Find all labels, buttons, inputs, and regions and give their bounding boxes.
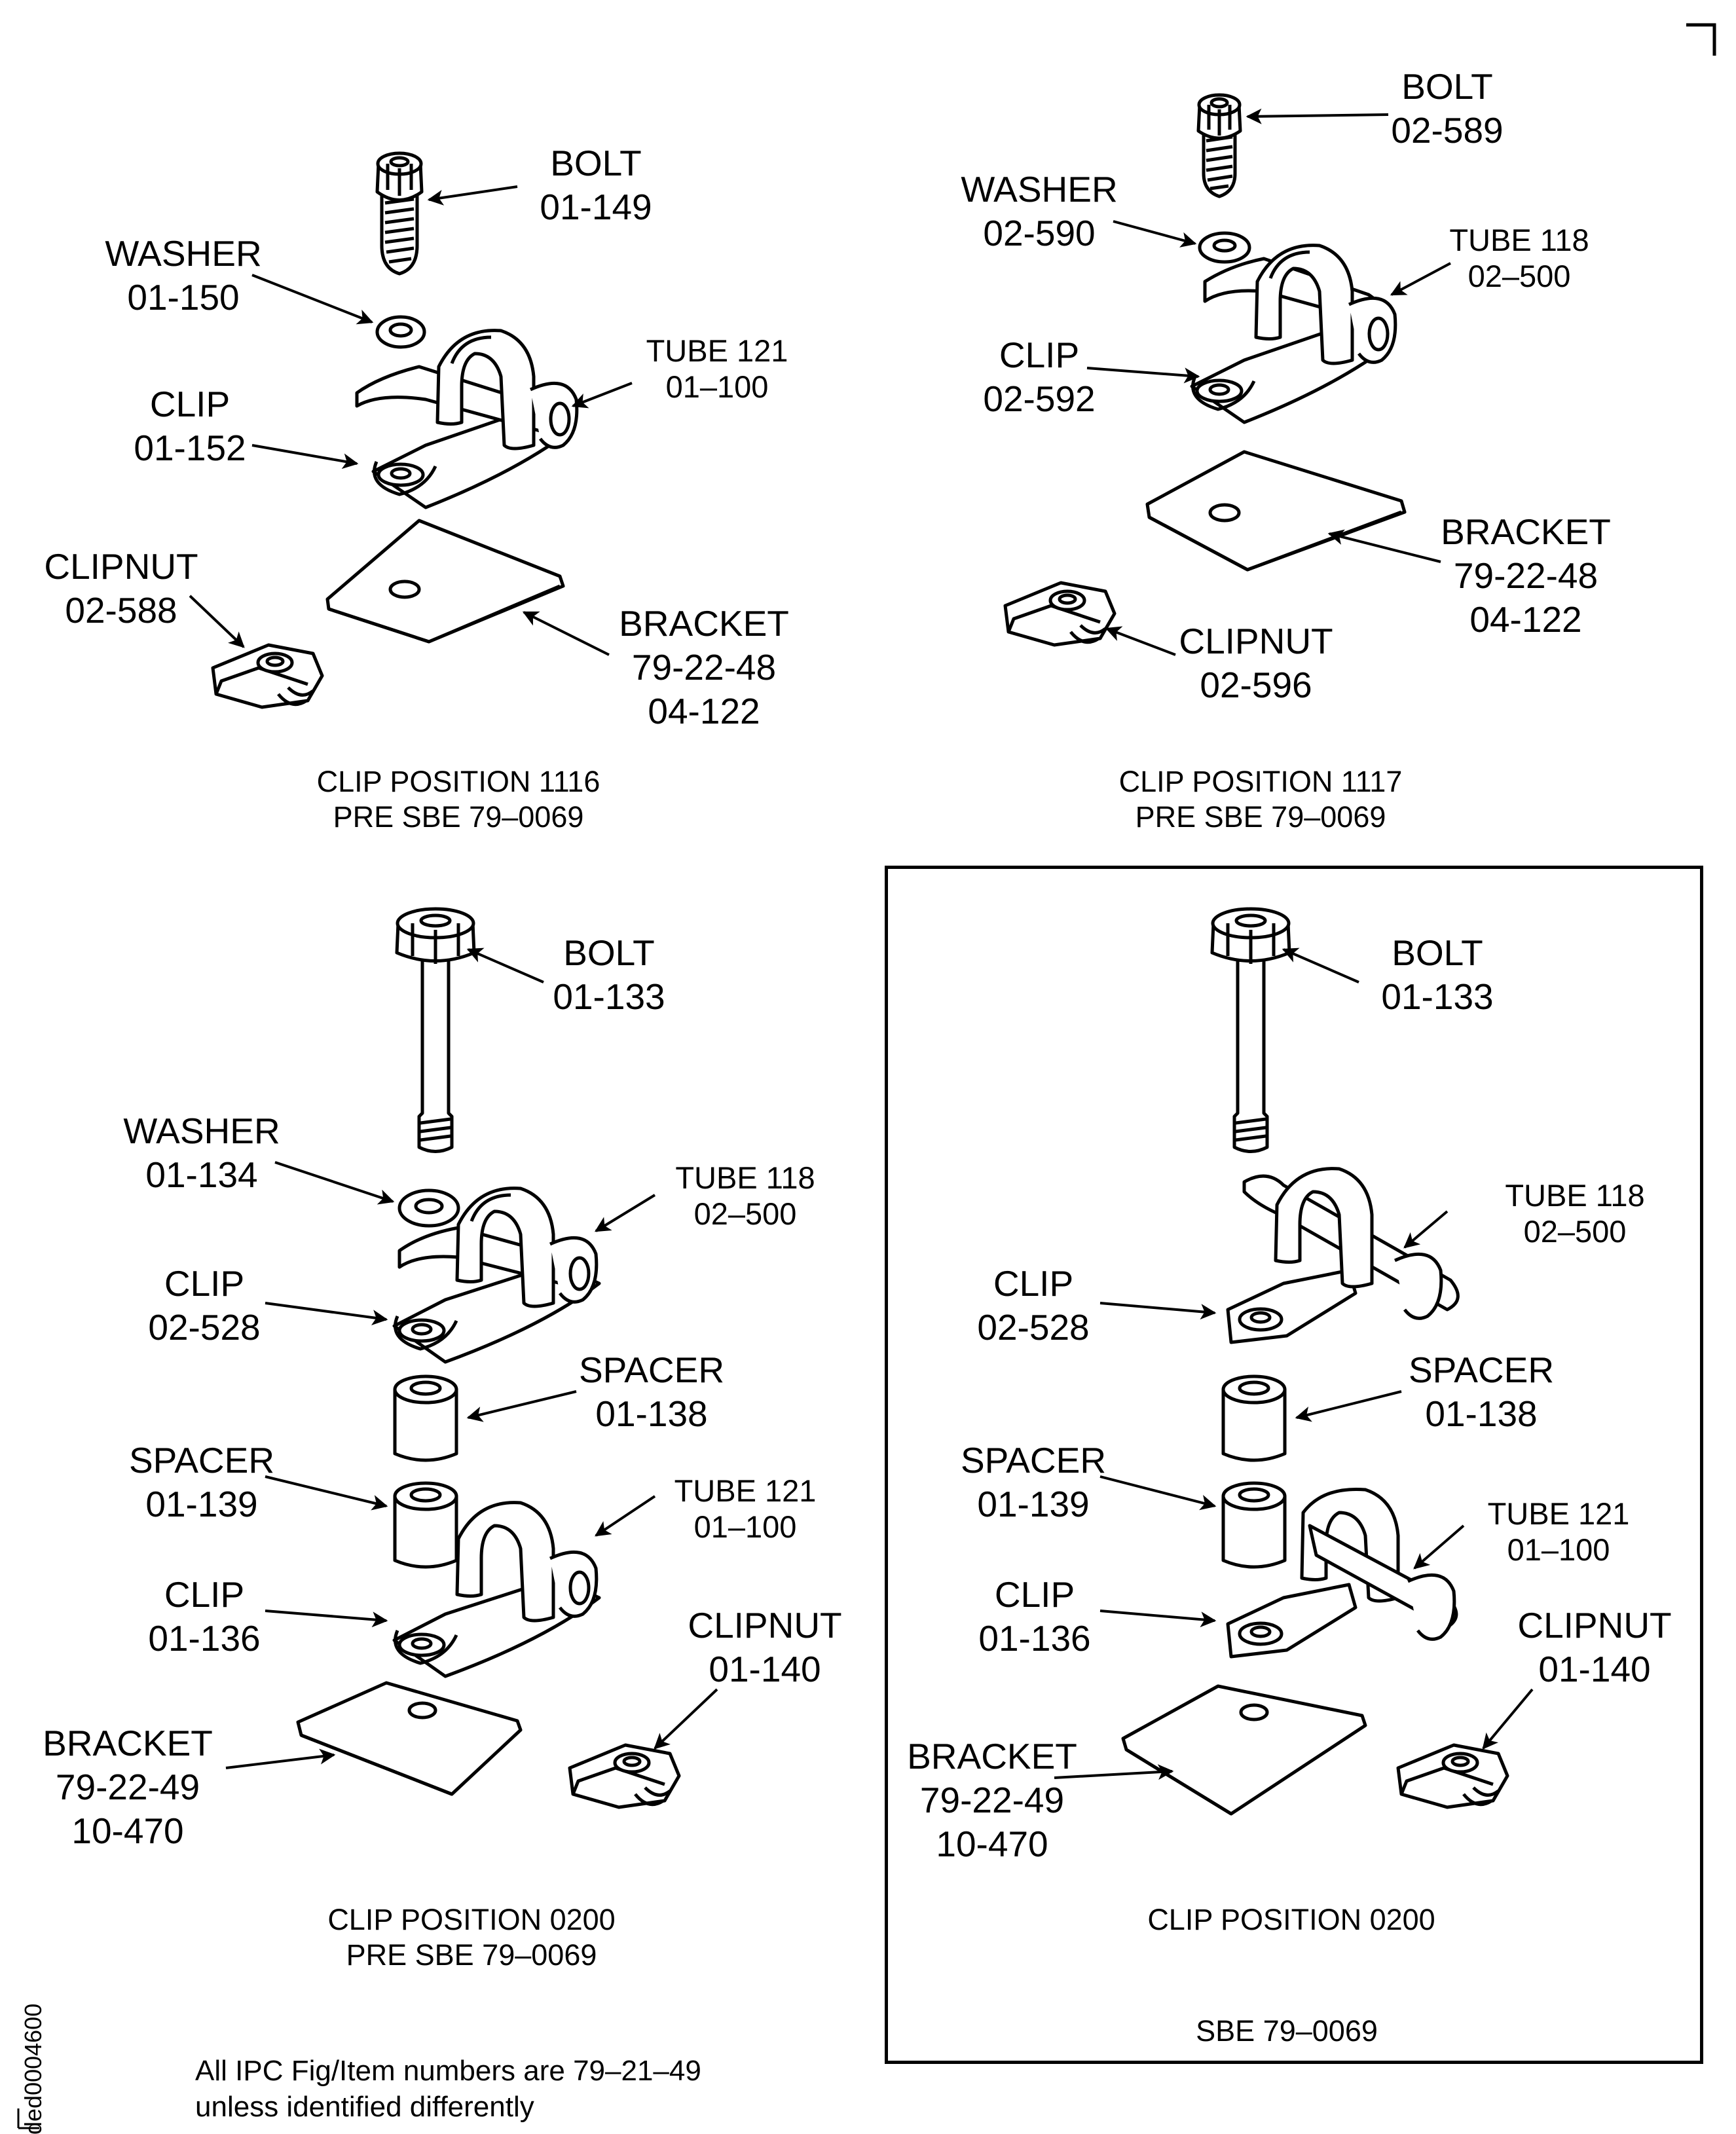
code-bracket <box>17 2108 39 2129</box>
panel3-lower-tube-clip <box>392 1481 601 1678</box>
panel1-clipnut <box>211 643 324 709</box>
panel2-washer <box>1198 231 1251 264</box>
panel4-bolt <box>1210 907 1291 1153</box>
corner-mark <box>1686 23 1716 56</box>
panel1-bracket <box>325 519 565 644</box>
panel2-tube-and-clip <box>1190 244 1397 424</box>
panel4-upper-tube-clip <box>1226 1167 1460 1344</box>
panel4-spacer-upper <box>1221 1374 1287 1462</box>
panel2-bolt <box>1196 93 1242 198</box>
p4-caption: CLIP POSITION 0200 <box>1147 1903 1435 1936</box>
leader-lines <box>189 108 1534 1780</box>
p4-footer: SBE 79–0069 <box>1196 2014 1378 2048</box>
panel3-upper-tube-clip <box>392 1187 601 1364</box>
panel4-clipnut <box>1396 1743 1509 1809</box>
sbe-panel-frame <box>885 866 1703 2064</box>
panel1-washer <box>375 315 426 349</box>
panel3-bolt <box>395 907 476 1153</box>
panel2-bracket <box>1145 450 1407 572</box>
panel2-clipnut <box>1003 581 1117 647</box>
panel3-clipnut <box>568 1743 681 1809</box>
panel3-spacer-upper <box>393 1374 458 1462</box>
drawing-code: ded0004600 <box>20 2003 46 2134</box>
panel3-bracket <box>296 1681 523 1796</box>
panel4-bracket <box>1121 1684 1367 1816</box>
panel4-lower-tube-clip <box>1221 1481 1458 1659</box>
panel1-tube-and-clip <box>355 329 579 509</box>
panel1-bolt <box>375 151 424 276</box>
panel3-washer <box>397 1188 460 1228</box>
